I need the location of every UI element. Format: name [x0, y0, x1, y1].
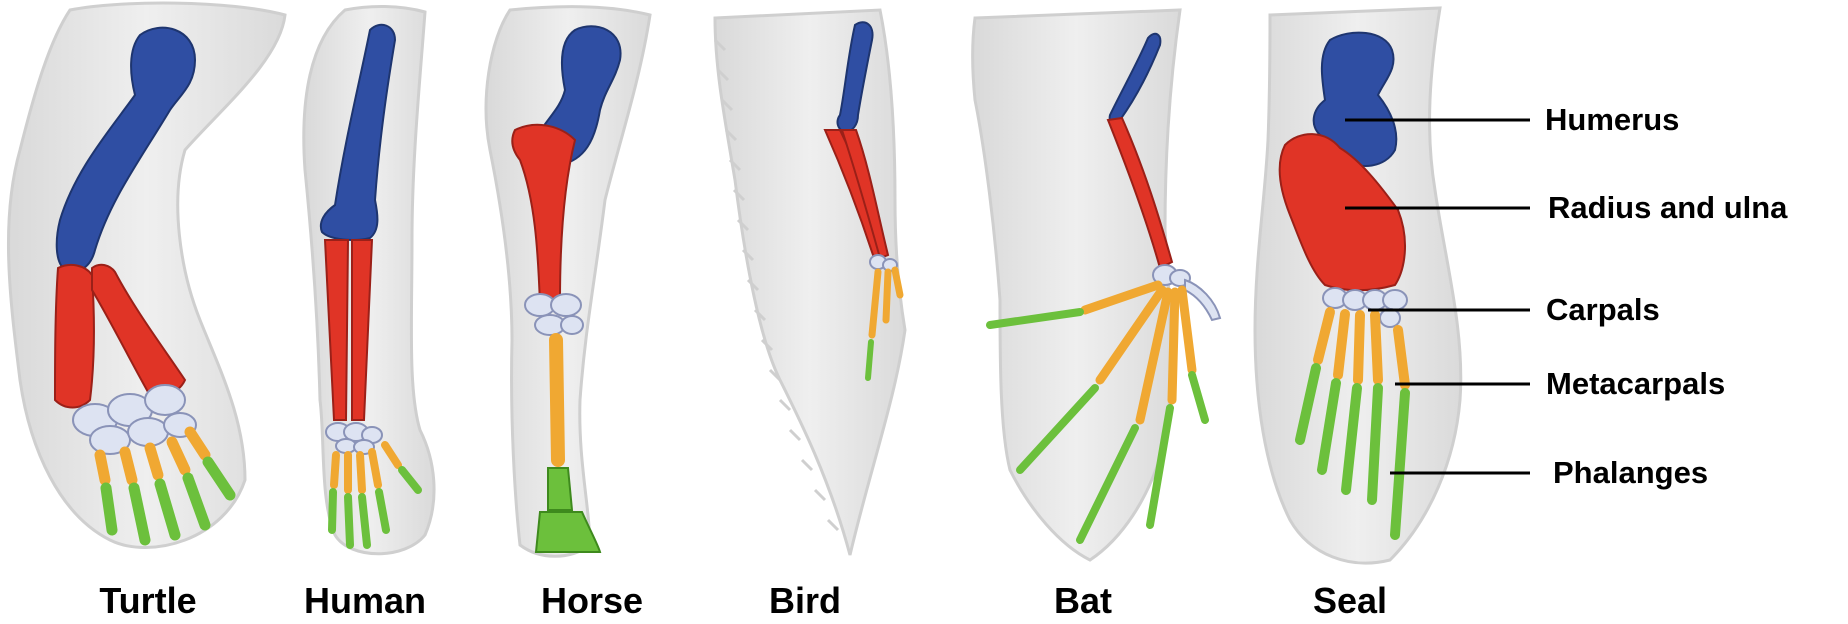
bird-limb	[715, 10, 905, 555]
human-limb	[304, 6, 434, 553]
seal-limb	[1255, 8, 1461, 563]
species-label-human: Human	[304, 580, 426, 622]
species-label-horse: Horse	[541, 580, 643, 622]
bird-phalanges	[868, 342, 871, 378]
horse-limb	[486, 7, 650, 557]
species-label-bird: Bird	[769, 580, 841, 622]
species-label-bat: Bat	[1054, 580, 1112, 622]
label-humerus: Humerus	[1545, 102, 1679, 138]
horse-metacarpals	[556, 340, 558, 460]
turtle-radius	[55, 265, 94, 408]
label-metacarpals: Metacarpals	[1546, 366, 1725, 402]
label-radius-and-ulna: Radius and ulna	[1548, 190, 1787, 226]
species-label-turtle: Turtle	[99, 580, 196, 622]
turtle-limb	[8, 3, 285, 547]
species-label-seal: Seal	[1313, 580, 1387, 622]
label-carpals: Carpals	[1546, 292, 1660, 328]
bat-limb	[973, 10, 1220, 560]
label-phalanges: Phalanges	[1553, 455, 1708, 491]
